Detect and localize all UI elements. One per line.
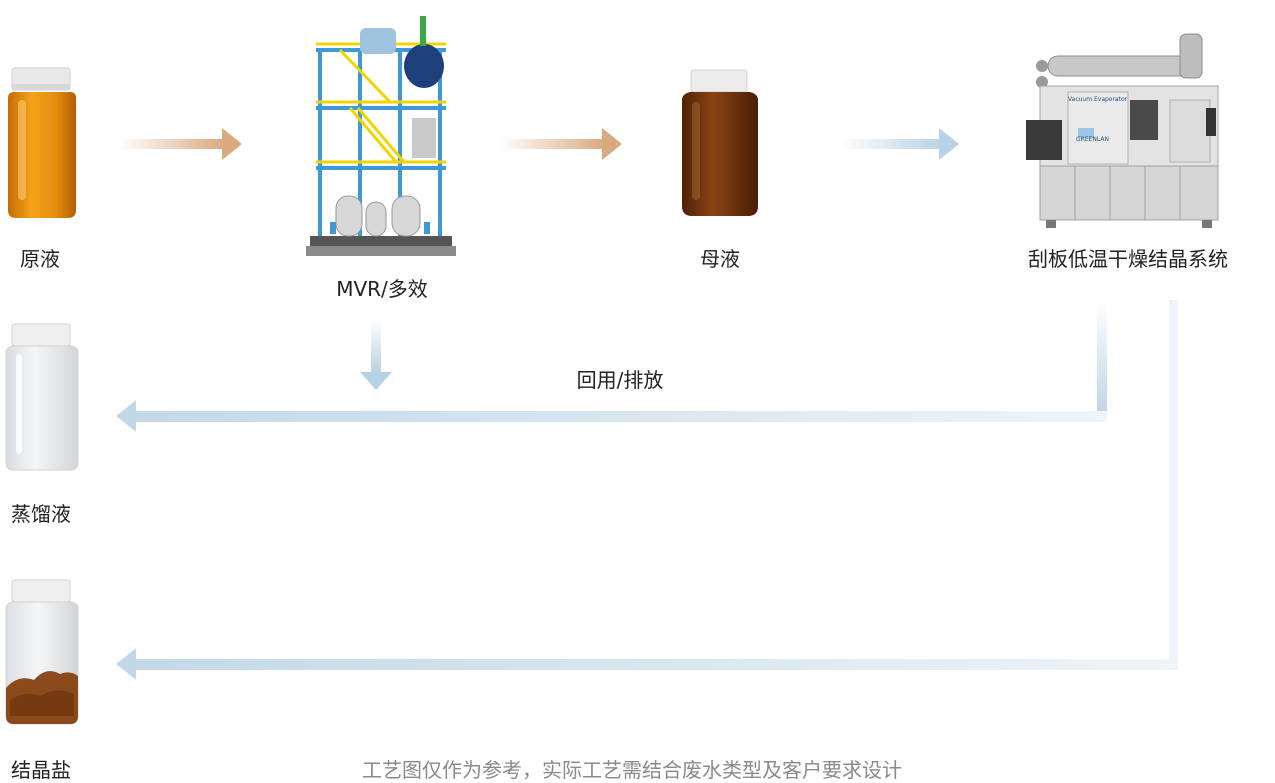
arrow-mother-to-system: [840, 128, 959, 160]
footer-note: 工艺图仅作为参考，实际工艺需结合废水类型及客户要求设计: [362, 758, 902, 782]
arrow-raw-to-mvr: [120, 128, 242, 160]
scraper-system-machine-icon: [1026, 33, 1219, 228]
machine-title-text: Vacuum Evaporator: [1068, 96, 1128, 103]
mother-liquor-bottle-icon: [682, 69, 758, 216]
line-crystal-salt: [116, 300, 1178, 680]
mvr-plant-icon: [306, 16, 456, 256]
arrow-mvr-to-mother-liquor: [500, 128, 622, 160]
scraper-system-label: 刮板低温干燥结晶系统: [1028, 247, 1228, 271]
crystal-salt-bottle-icon: [5, 579, 79, 725]
reuse-discharge-label: 回用/排放: [576, 368, 664, 392]
distillate-bottle-icon: [5, 323, 79, 471]
mother-liquor-label: 母液: [700, 247, 740, 271]
raw-liquid-label: 原液: [20, 247, 60, 271]
line-distillate-return: [116, 300, 1107, 432]
arrow-mvr-down: [360, 318, 392, 390]
mvr-label: MVR/多效: [336, 277, 428, 301]
machine-brand-logo: GREENLAN: [1076, 136, 1109, 143]
crystal-salt-label: 结晶盐: [11, 758, 71, 782]
distillate-label: 蒸馏液: [11, 502, 71, 526]
raw-liquid-bottle-icon: [8, 67, 76, 218]
